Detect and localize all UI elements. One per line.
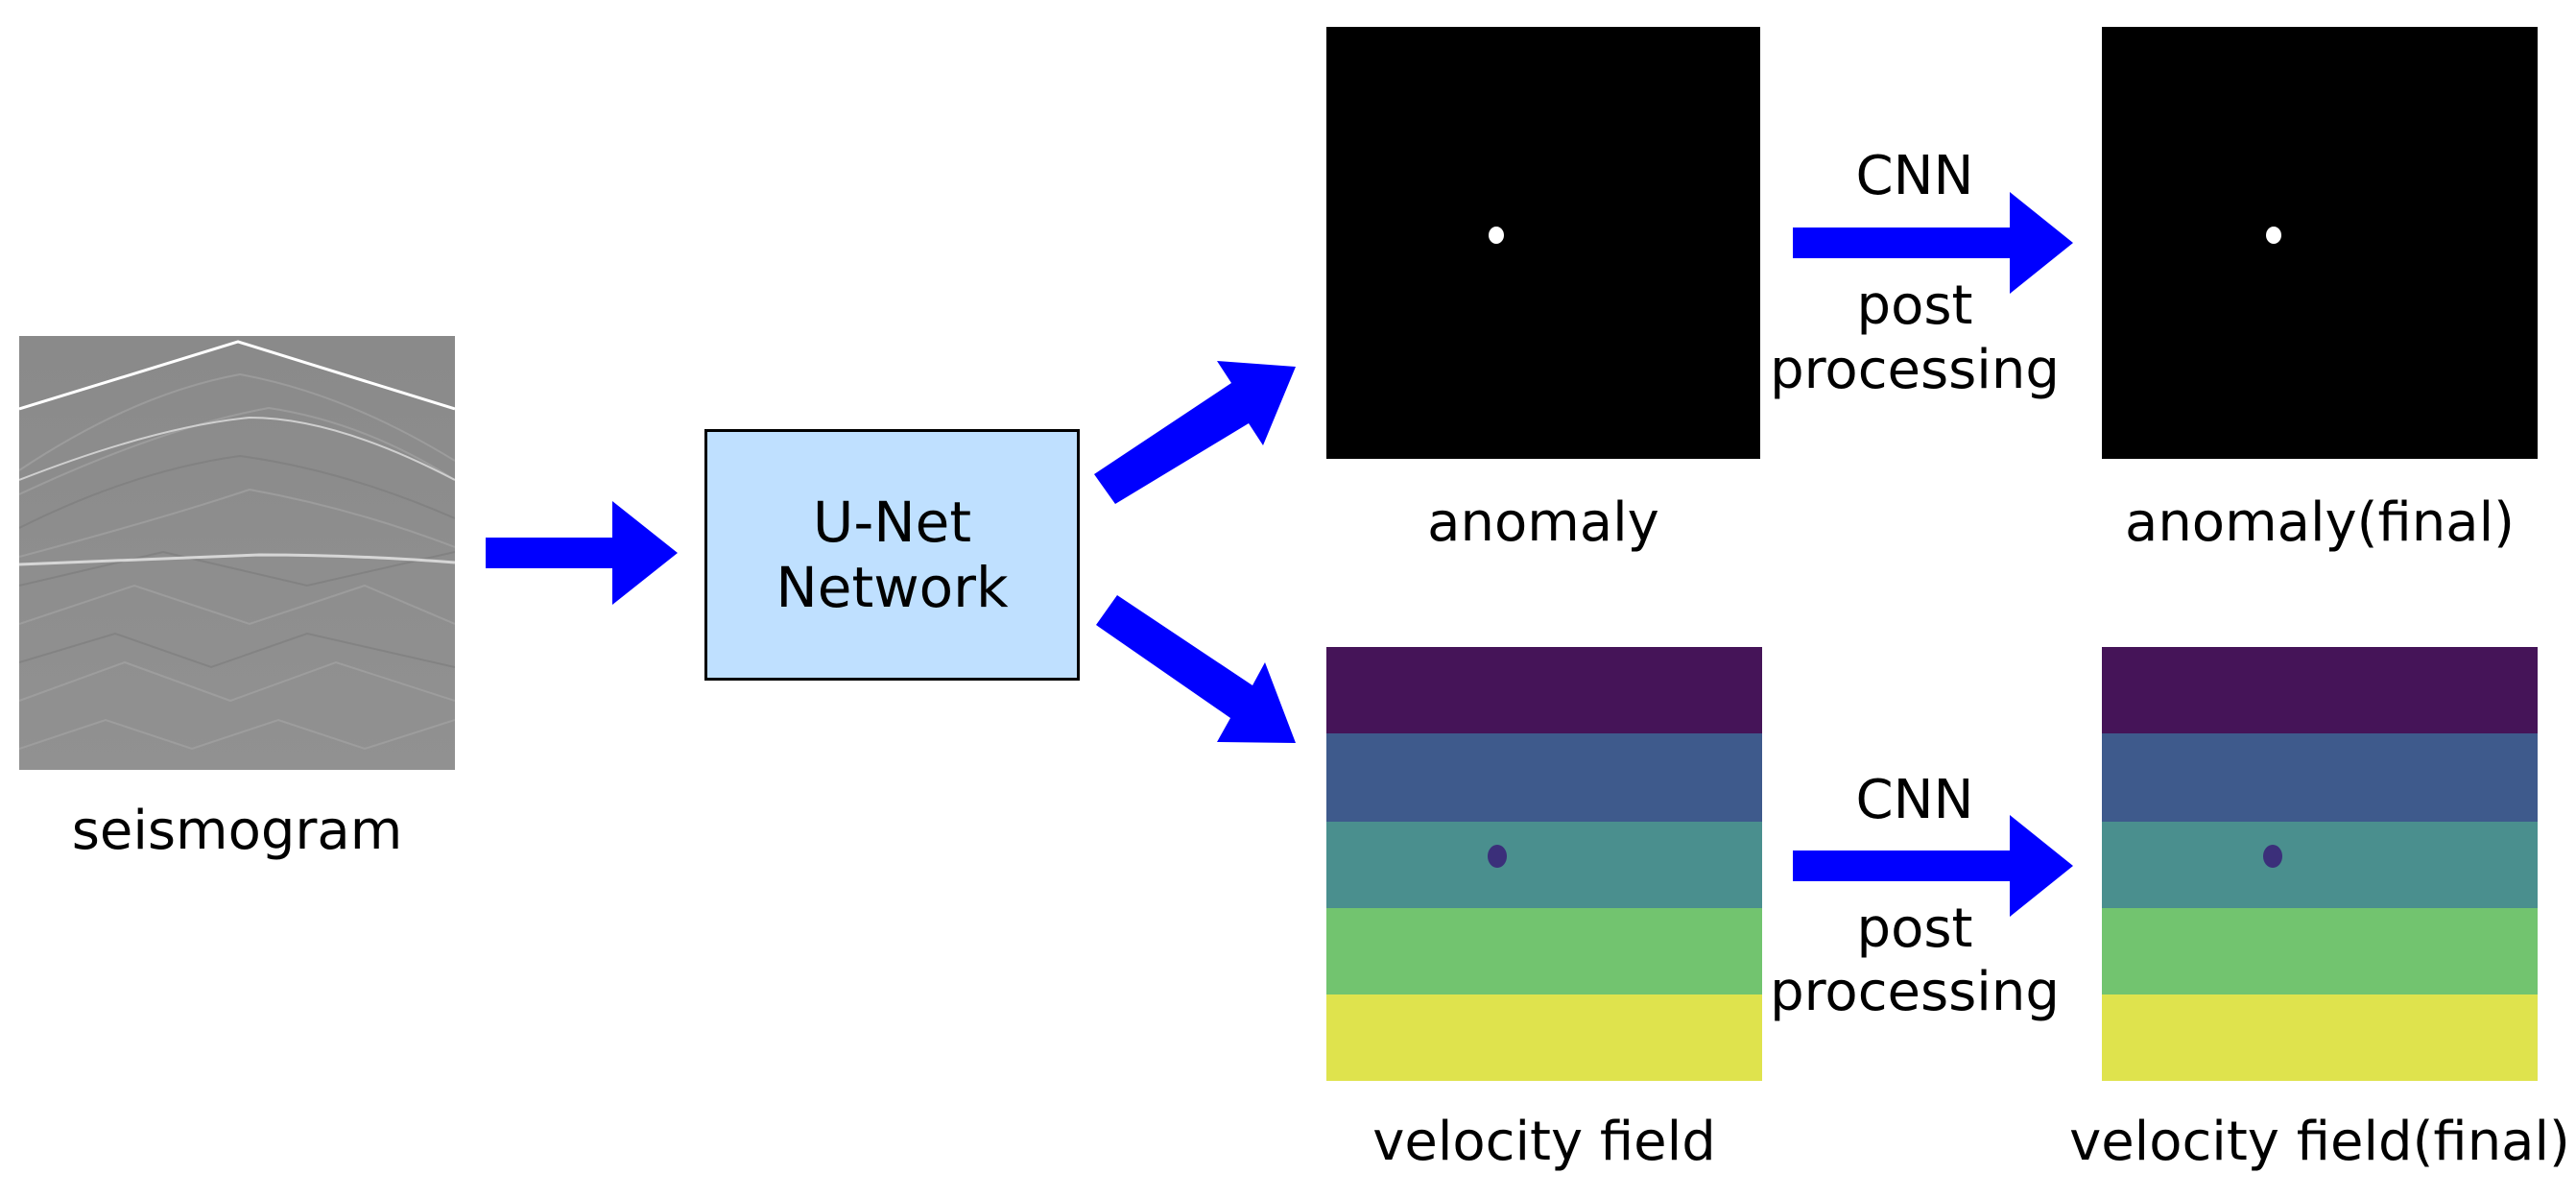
velocity-final-anomaly-dot: [2263, 845, 2282, 868]
seismogram-image: [19, 336, 455, 770]
seismogram-panel: [19, 336, 455, 770]
velocity-final-layer-1: [2102, 647, 2538, 733]
velocity-layer-4: [1326, 908, 1762, 994]
anomaly-final-panel: [2102, 27, 2538, 459]
velocity-layer-1: [1326, 647, 1762, 733]
network-line1: U-Net: [812, 489, 972, 555]
velocity-field-final-panel: [2102, 647, 2538, 1081]
arrow-up-right-icon: [1094, 361, 1296, 504]
velocity-layer-2: [1326, 733, 1762, 822]
velocity-field-final-label: velocity field(final): [2069, 1111, 2570, 1173]
arrow-down-right-icon: [1096, 595, 1296, 743]
post-label-top: post: [1856, 275, 1973, 337]
arrow-right-icon: [1793, 192, 2073, 294]
processing-label-bottom: processing: [1770, 961, 2060, 1023]
network-line2: Network: [775, 555, 1009, 620]
anomaly-dot: [1489, 227, 1504, 244]
seismogram-label: seismogram: [71, 800, 403, 862]
velocity-anomaly-dot: [1488, 845, 1507, 868]
anomaly-final-label: anomaly(final): [2125, 491, 2515, 554]
velocity-field-panel: [1326, 647, 1762, 1081]
processing-label-top: processing: [1770, 339, 2060, 401]
anomaly-label: anomaly: [1427, 491, 1659, 554]
velocity-layer-3: [1326, 822, 1762, 908]
cnn-label-top: CNN: [1855, 145, 1974, 207]
velocity-final-layer-2: [2102, 733, 2538, 822]
anomaly-final-dot: [2266, 227, 2281, 244]
velocity-final-layer-3: [2102, 822, 2538, 908]
velocity-field-label: velocity field: [1372, 1111, 1716, 1173]
arrow-right-icon: [1793, 815, 2073, 917]
arrow-right-icon: [486, 501, 678, 605]
anomaly-panel: [1326, 27, 1760, 459]
post-label-bottom: post: [1856, 898, 1973, 960]
unet-network-box: U-Net Network: [704, 429, 1080, 681]
cnn-label-bottom: CNN: [1855, 769, 1974, 831]
velocity-layer-5: [1326, 994, 1762, 1081]
velocity-final-layer-4: [2102, 908, 2538, 994]
velocity-final-layer-5: [2102, 994, 2538, 1081]
